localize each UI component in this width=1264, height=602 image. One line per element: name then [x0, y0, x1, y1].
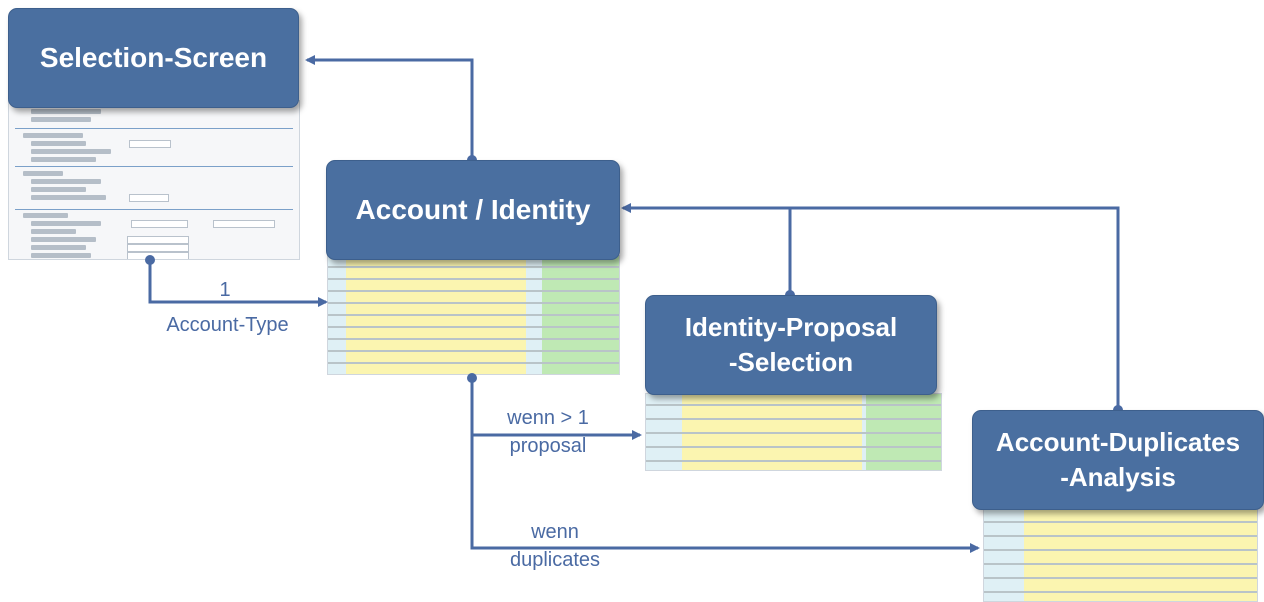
proposal-edge-label: wenn > 1 proposal — [507, 407, 589, 457]
identity-proposal-label: Identity-Proposal -Selection — [684, 311, 898, 377]
connector-dot — [467, 373, 477, 383]
identity-proposal-box: Identity-Proposal -Selection — [645, 295, 937, 395]
account-identity-label: Account / Identity — [355, 194, 591, 226]
account-identity-box: Account / Identity — [326, 160, 620, 260]
duplicates-edge-label: wenn duplicates — [509, 521, 601, 571]
selection-screen-label: Selection-Screen — [39, 42, 268, 74]
account-type-label: Account-Type — [166, 314, 289, 336]
arrow-selection-to-account — [148, 260, 328, 307]
selection-screen-box: Selection-Screen — [8, 8, 299, 108]
account-duplicates-label: Account-Duplicates -Analysis — [995, 426, 1241, 492]
arrow-account-to-selection — [305, 55, 474, 160]
arrow-account-to-duplicates — [470, 435, 980, 553]
connector-dot — [145, 255, 155, 265]
account-identity-sheet-thumbnail — [327, 255, 620, 375]
account-duplicates-box: Account-Duplicates -Analysis — [972, 410, 1264, 510]
identity-proposal-sheet-thumbnail — [645, 393, 942, 471]
arrow-proposal-to-account — [621, 203, 792, 295]
selection-screen-thumbnail — [8, 100, 300, 260]
account-type-number: 1 — [219, 279, 231, 301]
arrow-duplicates-to-account — [790, 206, 1120, 410]
